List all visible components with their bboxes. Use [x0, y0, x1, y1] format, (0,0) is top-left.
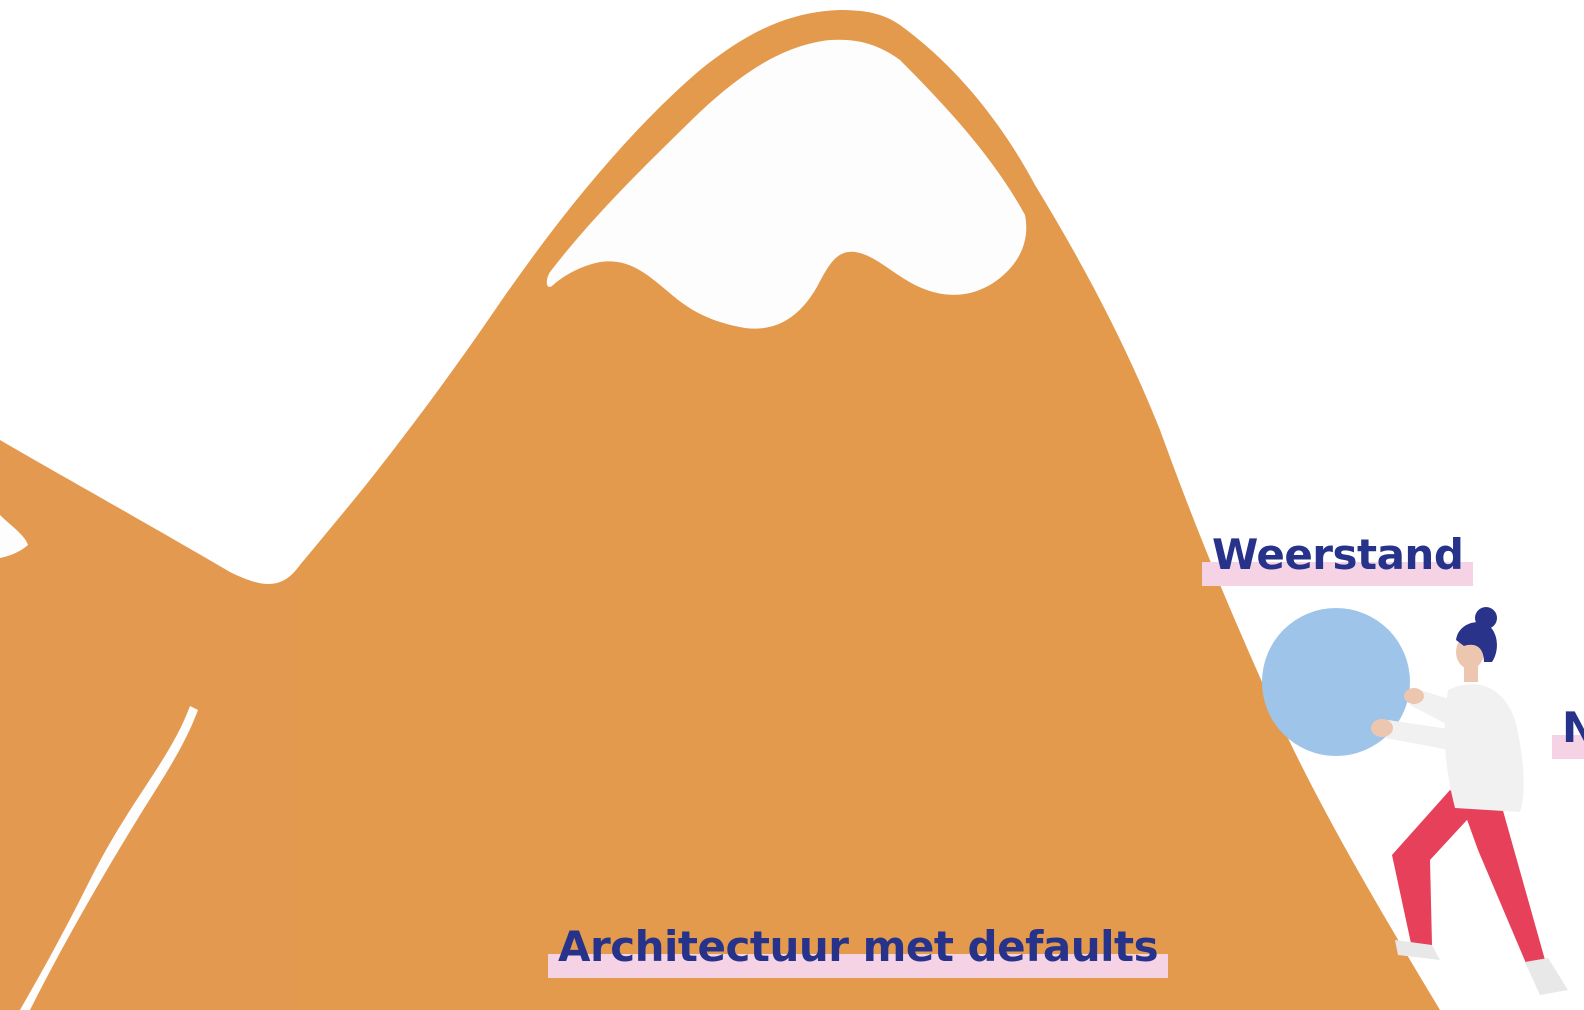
label-architecture-text: Architectuur met defaults	[558, 922, 1159, 971]
ball-icon	[1262, 608, 1410, 756]
label-resistance-text: Weerstand	[1212, 530, 1464, 579]
snow-cap	[546, 39, 1027, 329]
label-cutoff-right: N	[1552, 707, 1584, 759]
left-snow-patch	[0, 515, 28, 558]
label-cutoff-right-text: N	[1562, 703, 1584, 752]
left-hill-streak	[20, 706, 198, 1010]
person-pushing-ball-icon	[1371, 607, 1568, 995]
label-architecture: Architectuur met defaults	[548, 926, 1169, 978]
label-resistance: Weerstand	[1202, 534, 1474, 586]
